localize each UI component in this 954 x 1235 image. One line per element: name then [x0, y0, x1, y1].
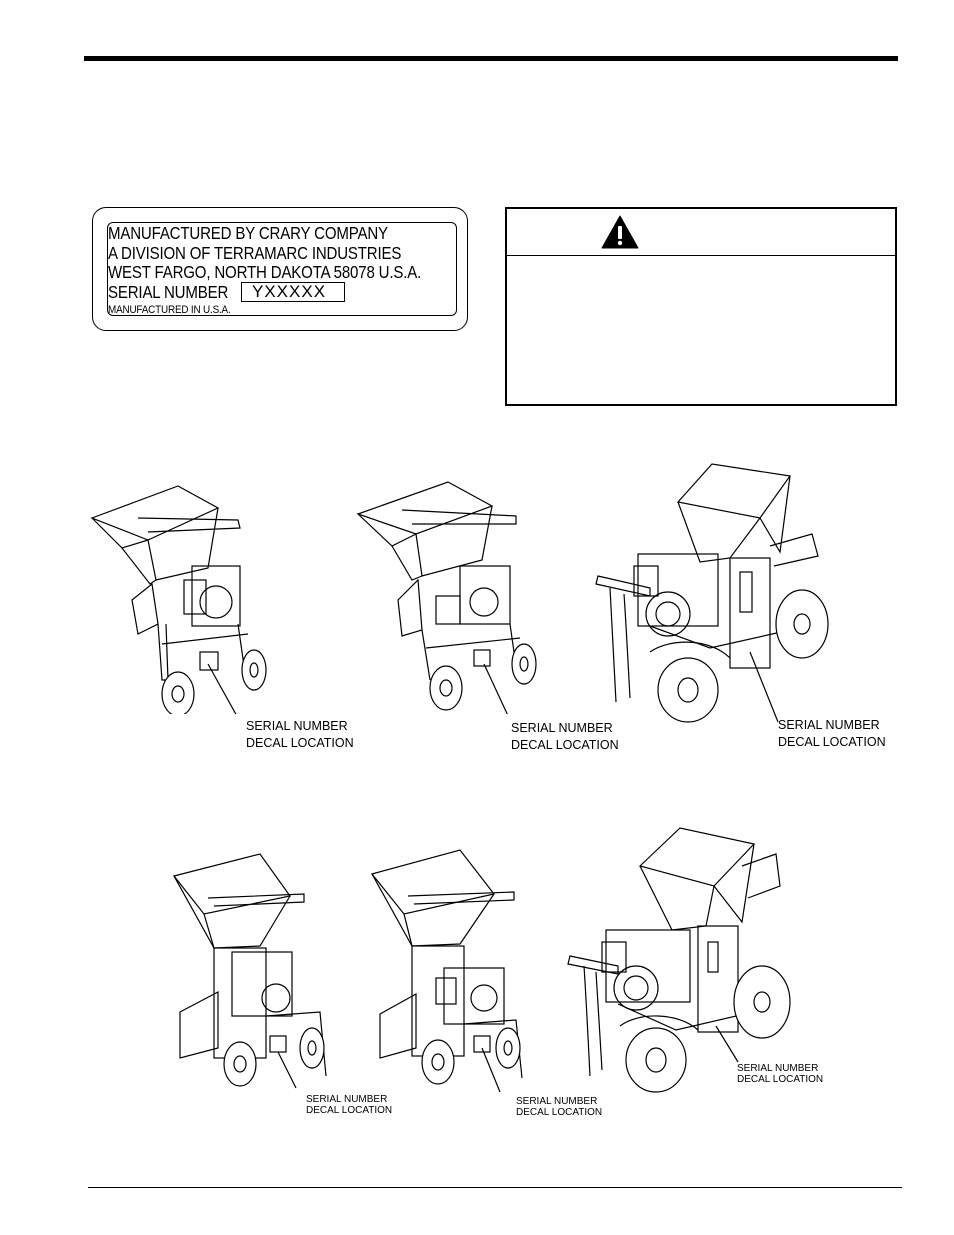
decal-inner-border: [107, 222, 457, 316]
caution-header: [507, 209, 895, 256]
label-line-2: DECAL LOCATION: [246, 736, 354, 750]
serial-location-label-2: SERIAL NUMBER DECAL LOCATION: [511, 720, 619, 754]
serial-value-box: [241, 282, 345, 302]
label-line-2: DECAL LOCATION: [516, 1107, 603, 1118]
serial-location-label-1: SERIAL NUMBER DECAL LOCATION: [246, 718, 354, 752]
chipper-drawing-2: [356, 481, 537, 714]
chipper-drawing-3: [595, 463, 829, 723]
label-line-1: SERIAL NUMBER: [246, 719, 348, 733]
serial-location-label-4: SERIAL NUMBER DECAL LOCATION: [306, 1094, 392, 1116]
decal-line-1: MANUFACTURED BY CRARY COMPANY: [108, 223, 388, 243]
warning-triangle-icon: [601, 215, 639, 249]
top-rule: [84, 56, 898, 61]
chipper-drawing-6: [567, 827, 791, 1093]
label-line-1: SERIAL NUMBER: [737, 1063, 819, 1074]
decal-line-2: A DIVISION OF TERRAMARC INDUSTRIES: [108, 243, 402, 263]
label-line-2: DECAL LOCATION: [306, 1105, 393, 1116]
bottom-rule: [88, 1187, 902, 1188]
label-line-1: SERIAL NUMBER: [516, 1096, 598, 1107]
serial-location-label-3: SERIAL NUMBER DECAL LOCATION: [778, 717, 886, 751]
chipper-drawing-4: [172, 853, 327, 1089]
label-line-1: SERIAL NUMBER: [778, 718, 880, 732]
label-line-1: SERIAL NUMBER: [511, 721, 613, 735]
caution-box: [505, 207, 897, 406]
serial-decal: [92, 207, 468, 331]
decal-text: MANUFACTURED BY CRARY COMPANY A DIVISION…: [92, 207, 468, 331]
label-line-2: DECAL LOCATION: [778, 735, 886, 749]
label-line-1: SERIAL NUMBER: [306, 1094, 388, 1105]
decal-line-3: WEST FARGO, NORTH DAKOTA 58078 U.S.A.: [108, 262, 422, 282]
chipper-drawing-5: [370, 849, 523, 1092]
serial-value: YXXXXX: [252, 282, 327, 301]
serial-location-label-6: SERIAL NUMBER DECAL LOCATION: [737, 1063, 823, 1085]
serial-location-label-5: SERIAL NUMBER DECAL LOCATION: [516, 1096, 602, 1118]
chipper-drawing-1: [90, 485, 267, 714]
label-line-2: DECAL LOCATION: [737, 1074, 824, 1085]
decal-serial-label: SERIAL NUMBER: [108, 282, 229, 302]
decal-line-5: MANUFACTURED IN U.S.A.: [108, 304, 231, 316]
label-line-2: DECAL LOCATION: [511, 738, 619, 752]
